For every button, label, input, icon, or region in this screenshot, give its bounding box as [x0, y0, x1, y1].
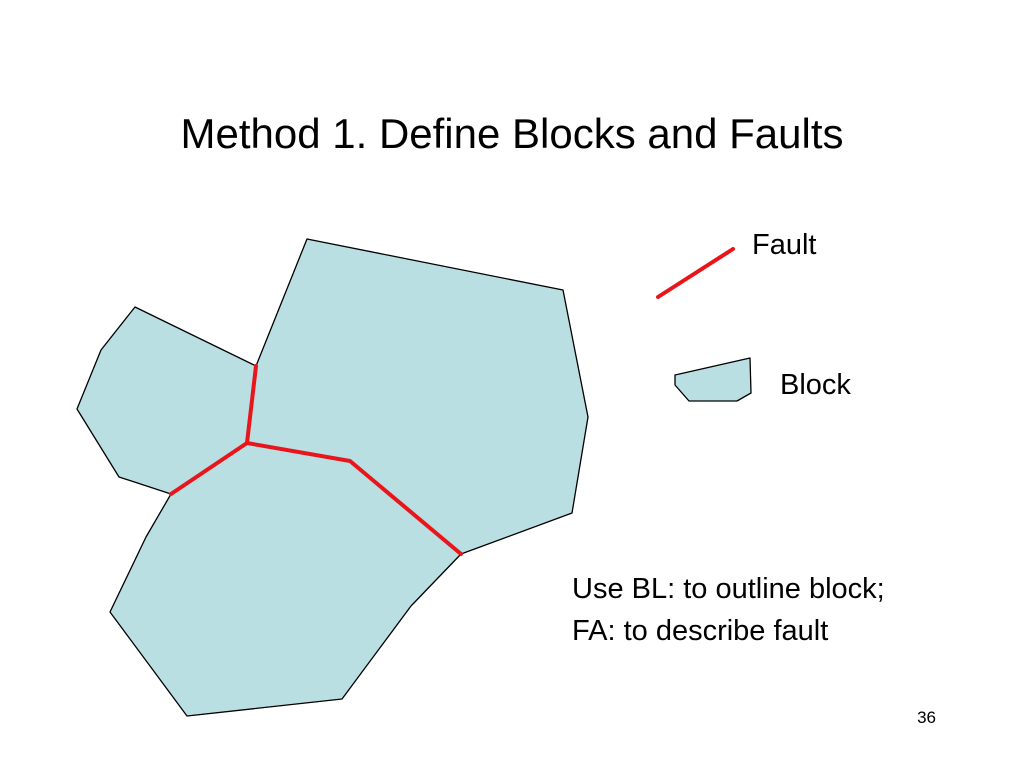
fault-right: [245, 441, 463, 556]
legend-block-symbol: [674, 357, 752, 402]
page-number: 36: [917, 708, 936, 727]
fault-vertical: [245, 364, 258, 445]
legend-fault-label: Fault: [752, 229, 817, 261]
legend-fault-symbol: [656, 247, 735, 299]
legend-block-label: Block: [780, 369, 851, 401]
instruction-line-1: Use BL: to outline block;: [572, 573, 885, 605]
instruction-note: Use BL: to outline block; FA: to describ…: [572, 568, 885, 652]
instruction-line-2: FA: to describe fault: [572, 615, 829, 647]
fault-left: [169, 441, 249, 496]
slide-title: Method 1. Define Blocks and Faults: [180, 110, 844, 157]
